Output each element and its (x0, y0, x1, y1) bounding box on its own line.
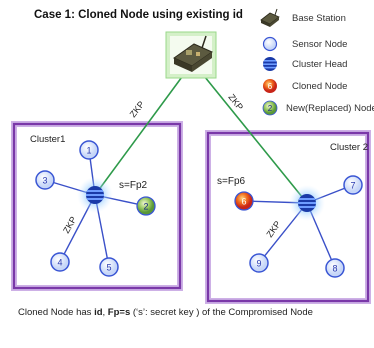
sensor-node-8: 8 (325, 258, 345, 278)
legend-base-station-label: Base Station (292, 13, 346, 24)
caption-bold-fp: Fp=s (107, 307, 131, 318)
svg-text:4: 4 (57, 258, 62, 268)
sensor-node-4: 4 (50, 252, 70, 272)
caption-suffix: (‘s’: secret key ) of the Compromised No… (130, 307, 313, 318)
replaced-node-2: 2 (136, 196, 156, 216)
svg-text:2: 2 (143, 202, 148, 212)
sensor-node-3: 3 (35, 170, 55, 190)
zkp-label-base-cluster1: ZKP (128, 99, 147, 119)
svg-text:3: 3 (42, 176, 47, 186)
base-station-icon (165, 31, 217, 79)
legend-cloned-node-label: Cloned Node (292, 81, 347, 92)
cluster1-box (11, 121, 183, 291)
svg-text:6: 6 (268, 82, 273, 91)
legend: Base Station Sensor Node Cluster Head 6 … (260, 8, 374, 116)
caption-bold-id: id (94, 307, 103, 318)
cluster-head-2 (289, 185, 325, 221)
legend-cloned-node-icon: 6 (263, 79, 277, 93)
zkp-label-base-cluster2: ZKP (226, 92, 245, 112)
sensor-node-5: 5 (99, 257, 119, 277)
cloned-node-6: 6 (234, 191, 254, 211)
legend-sensor-node-label: Sensor Node (292, 39, 347, 50)
legend-cluster-head-icon (263, 57, 277, 71)
cluster-head-1 (77, 177, 113, 213)
sensor-node-9: 9 (249, 253, 269, 273)
svg-text:8: 8 (332, 264, 337, 274)
svg-text:5: 5 (106, 263, 111, 273)
cluster2-box (205, 130, 371, 304)
svg-text:7: 7 (350, 181, 355, 191)
diagram-title: Case 1: Cloned Node using existing id (34, 9, 243, 21)
legend-base-station-icon (260, 8, 280, 27)
sensor-node-1: 1 (79, 140, 99, 160)
legend-sensor-node-icon (262, 36, 278, 52)
legend-replaced-node-label: New(Replaced) Node (286, 103, 374, 114)
link-base-to-cluster2 (195, 65, 308, 204)
svg-text:9: 9 (256, 259, 261, 269)
svg-text:6: 6 (241, 197, 246, 207)
diagram-caption: Cloned Node has id, Fp=s (‘s’: secret ke… (18, 307, 313, 318)
secret-label-cluster2: s=Fp6 (217, 176, 246, 187)
cluster1-label: Cluster1 (30, 134, 65, 145)
caption-prefix: Cloned Node has (18, 307, 95, 318)
sensor-node-7: 7 (343, 175, 363, 195)
legend-cluster-head-label: Cluster Head (292, 59, 347, 70)
cluster2-label: Cluster 2 (330, 142, 368, 153)
svg-text:2: 2 (268, 104, 273, 113)
link-base-to-cluster1 (94, 65, 191, 196)
svg-text:1: 1 (86, 146, 91, 156)
secret-label-cluster1: s=Fp2 (119, 180, 148, 191)
caption-sep: , (102, 307, 108, 318)
legend-replaced-node-icon: 2 (262, 100, 278, 116)
